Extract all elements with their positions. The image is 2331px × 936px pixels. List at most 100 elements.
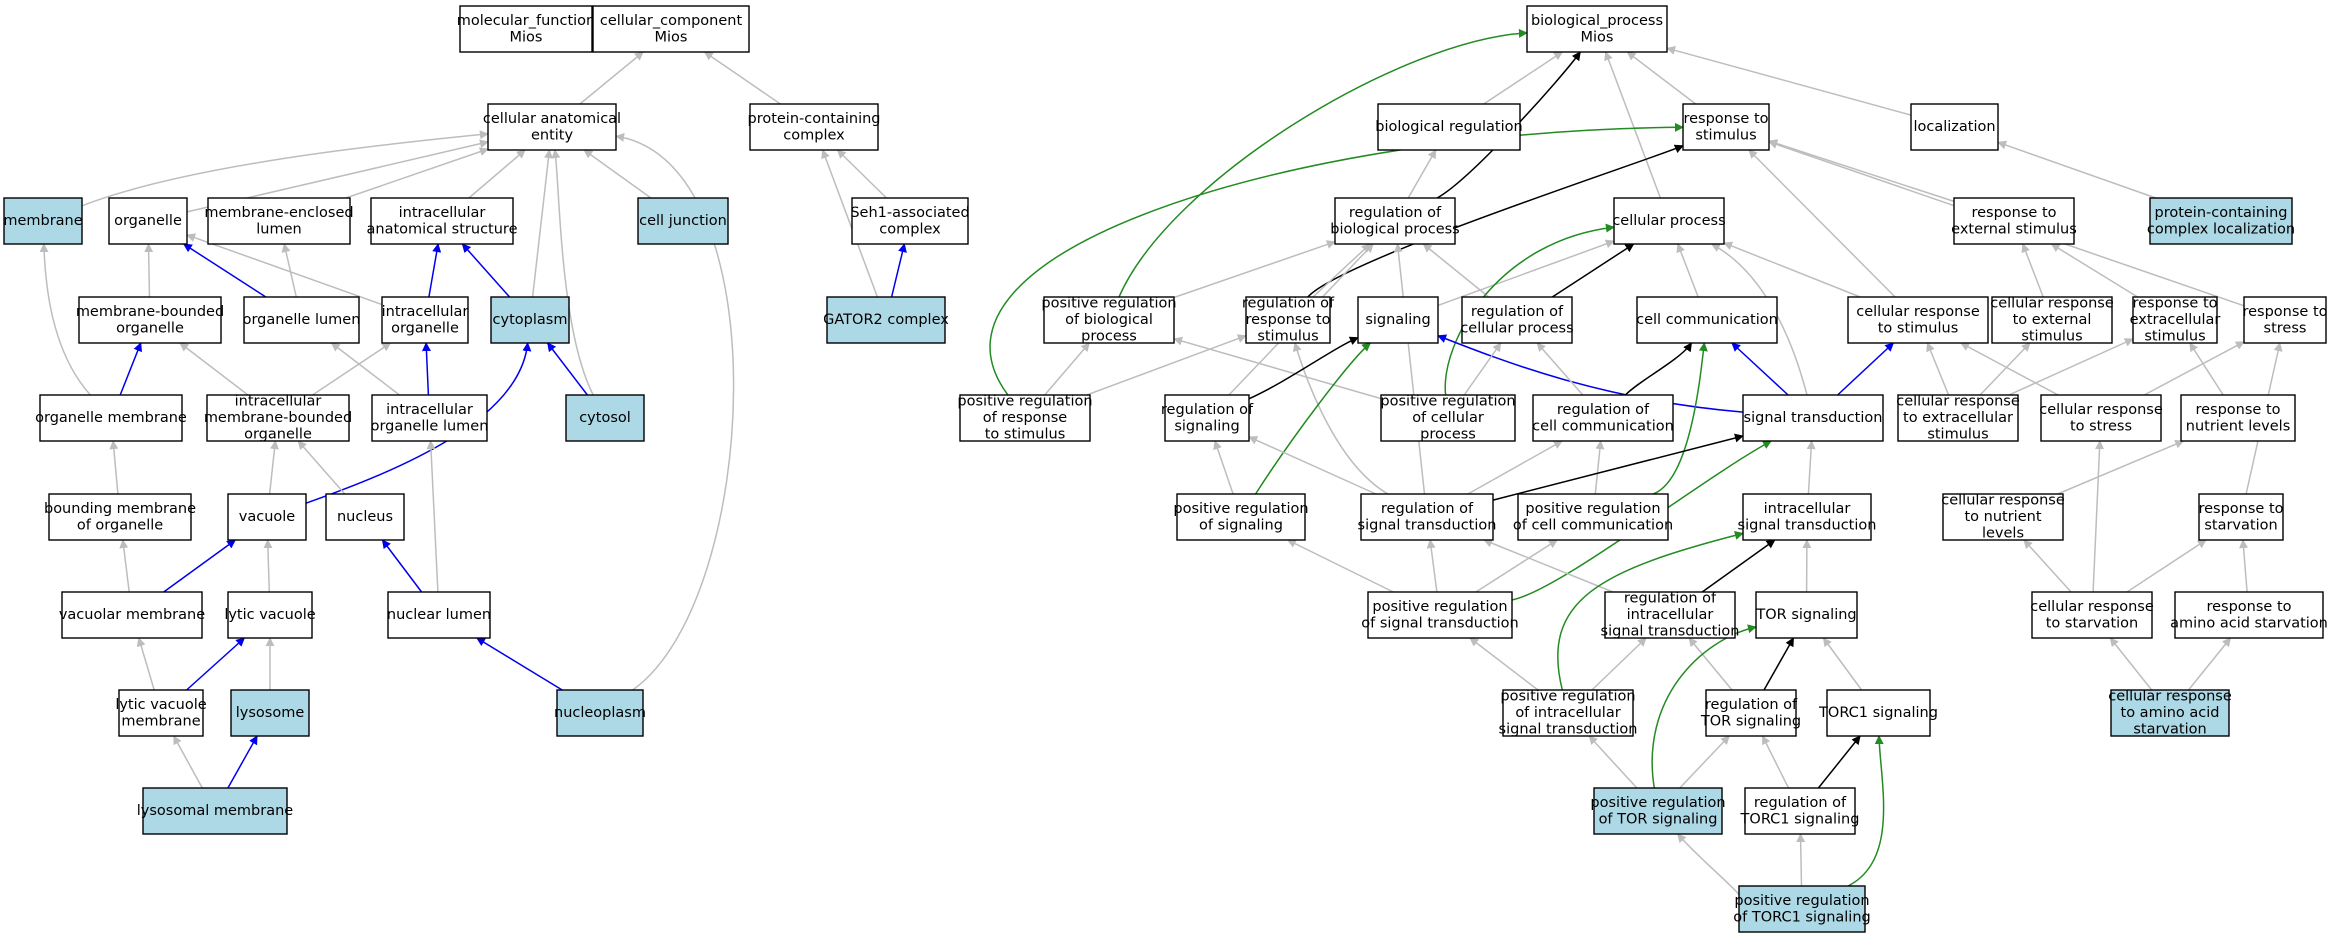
edge-regulates-regtorc1-to-torc1 (1817, 735, 1861, 789)
edge-is-a-cellcomm-to-cellproc (1676, 243, 1699, 298)
term-node-vacmem[interactable]: vacuolar membrane (59, 591, 205, 639)
term-label-line: lysosomal membrane (137, 803, 294, 819)
edge-is-a-nucleus-to-imbo (297, 440, 346, 495)
term-label-line: cellular process (1460, 320, 1573, 336)
term-box (1910, 103, 1999, 151)
term-node-orglumen[interactable]: organelle lumen (243, 296, 361, 344)
edge-is-a-regresp-to-regbp (1312, 243, 1371, 298)
term-node-torsig[interactable]: TOR signaling (1755, 591, 1858, 639)
term-node-nuclumen[interactable]: nuclear lumen (387, 591, 491, 639)
edge-is-a-cytoplasm-to-cae (531, 149, 553, 298)
term-label-line: positive regulation (1525, 501, 1660, 517)
edge-is-a-posregcc-to-regcc (1594, 440, 1605, 495)
term-node-sigtrans[interactable]: signal transduction (1742, 394, 1884, 442)
term-label-line: protein-containing (747, 111, 880, 127)
term-node-lysosome[interactable]: lysosome (230, 689, 310, 737)
term-node-signaling[interactable]: signaling (1357, 296, 1439, 344)
term-node-gator2[interactable]: GATOR2 complex (823, 296, 949, 344)
term-node-orgmem[interactable]: organelle membrane (35, 394, 187, 442)
term-node-cellproc[interactable]: cellular process (1612, 197, 1726, 245)
term-node-torc1[interactable]: TORC1 signaling (1818, 689, 1938, 737)
term-label-line: to amino acid (2121, 705, 2220, 721)
edge-part-of-cytosol-to-cytoplasm (547, 342, 588, 396)
term-node-cytoplasm[interactable]: cytoplasm (490, 296, 570, 344)
term-box (487, 103, 617, 151)
edge-is-a-pccloc-to-loc (1997, 140, 2157, 199)
term-label-line: lytic vacuole (115, 697, 206, 713)
term-node-nucleus[interactable]: nucleus (325, 493, 405, 541)
edge-is-a-resp-to-bp (1626, 51, 1697, 105)
term-node-cytosol[interactable]: cytosol (565, 394, 645, 442)
edge-is-a-regcp-to-regbp (1422, 243, 1490, 298)
term-box (1755, 591, 1858, 639)
edge-is-a-posregtor-to-regtor (1679, 735, 1730, 789)
term-node-cellcomm[interactable]: cell communication (1636, 296, 1778, 344)
term-node-nucleoplasm[interactable]: nucleoplasm (554, 689, 646, 737)
term-node-lysomem[interactable]: lysosomal membrane (137, 787, 294, 835)
term-node-celljunction[interactable]: cell junction (637, 197, 729, 245)
term-node-loc[interactable]: localization (1910, 103, 1999, 151)
edge-is-a-cellrespext-to-respext (2021, 243, 2044, 298)
term-node-lyticvac[interactable]: lytic vacuole (224, 591, 316, 639)
term-box (1682, 103, 1770, 151)
edge-is-a-cellrespstarv-to-cellrespnut (2023, 539, 2072, 593)
term-node-bioreg[interactable]: biological regulation (1375, 103, 1523, 151)
term-node-membrane[interactable]: membrane (3, 197, 83, 245)
term-label-line: Seh1-associated (850, 205, 969, 221)
edge-part-of-sigtrans-to-signaling (1437, 334, 1744, 413)
term-node-organelle[interactable]: organelle (108, 197, 188, 245)
edge-is-a-cellresp-to-resp (1748, 149, 1896, 298)
term-node-vacuole[interactable]: vacuole (227, 493, 307, 541)
term-label-line: cellular process (1612, 213, 1725, 229)
term-label-line: membrane-bounded (76, 304, 224, 320)
